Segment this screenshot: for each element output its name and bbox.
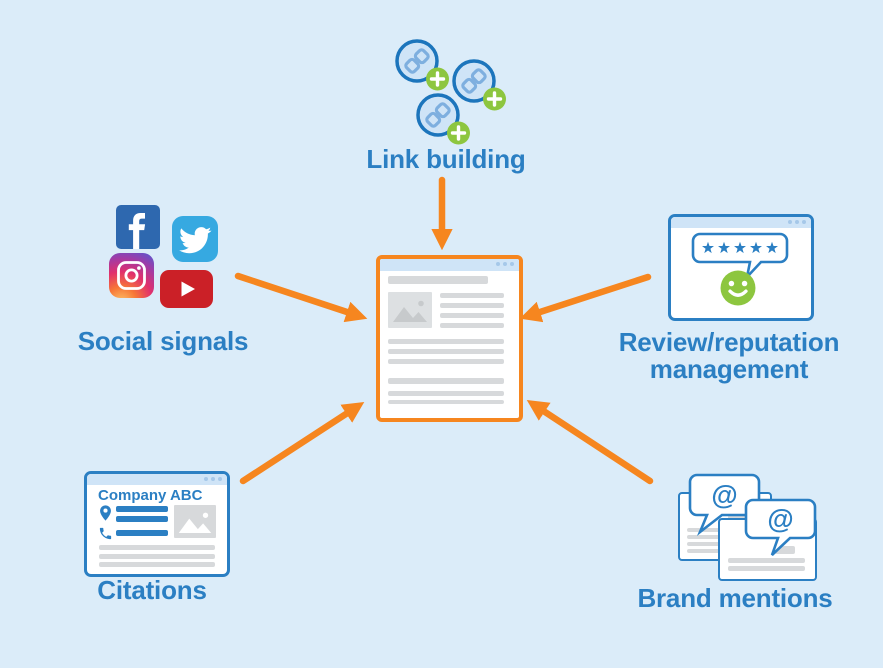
citations-label: Citations	[97, 575, 207, 605]
chain-link-plus-icon	[452, 59, 506, 111]
citations-titlebar	[87, 474, 227, 485]
address-line	[116, 516, 168, 522]
review-window	[668, 214, 814, 321]
arrow-social-signals-to-webpage	[234, 272, 368, 323]
webpage-titlebar	[380, 259, 519, 271]
at-symbol: @	[767, 504, 793, 534]
text-line	[775, 546, 795, 554]
at-symbol: @	[711, 480, 737, 510]
location-pin-icon	[100, 505, 111, 521]
text-line	[440, 313, 504, 318]
address-line	[116, 506, 168, 512]
arrow-review-management-to-webpage	[519, 273, 652, 323]
review-management-label: Review/reputation management	[604, 329, 854, 383]
window-dots-icon	[788, 220, 806, 224]
phone-icon	[99, 527, 112, 540]
arrow-citations-to-webpage	[239, 402, 365, 485]
text-line	[99, 562, 215, 567]
text-line	[440, 323, 504, 328]
window-dots-icon	[204, 477, 222, 481]
text-line	[388, 339, 504, 344]
text-line	[388, 349, 504, 354]
review-titlebar	[671, 217, 811, 228]
image-placeholder-icon	[388, 292, 432, 328]
star-icon	[702, 241, 714, 254]
smiley-icon	[720, 270, 756, 306]
phone-line	[116, 530, 168, 536]
facebook-icon	[116, 205, 160, 249]
star-icon	[750, 241, 762, 254]
star-icon	[718, 241, 730, 254]
star-icon	[734, 241, 746, 254]
text-line	[728, 566, 805, 571]
window-dots-icon	[496, 262, 514, 266]
text-line	[440, 303, 504, 308]
chain-link-icon	[404, 48, 430, 74]
five-star-rating	[691, 232, 789, 282]
speech-bubble-icon	[691, 232, 789, 282]
link-building-label: Link building	[366, 144, 526, 174]
at-speech-bubble-icon: @	[688, 473, 761, 537]
instagram-icon	[109, 253, 154, 298]
text-line	[99, 545, 215, 550]
star-icon	[766, 241, 778, 254]
company-name: Company ABC	[98, 487, 203, 504]
citations-window: Company ABC	[84, 471, 230, 577]
webpage-window	[376, 255, 523, 422]
image-placeholder-icon	[174, 505, 216, 538]
twitter-icon	[172, 216, 218, 262]
text-line	[388, 399, 504, 404]
text-line	[388, 391, 504, 396]
arrow-brand-mentions-to-webpage	[526, 399, 654, 485]
chain-link-plus-icon	[416, 93, 470, 145]
text-line	[728, 558, 805, 563]
text-line	[388, 359, 504, 364]
chain-link-plus-icon	[395, 39, 449, 91]
review-label-line2: management	[649, 354, 809, 384]
youtube-icon	[160, 270, 213, 308]
text-line	[388, 276, 488, 284]
text-line	[99, 553, 215, 559]
review-label-line1: Review/reputation	[618, 327, 840, 357]
at-speech-bubble-icon: @	[744, 498, 817, 556]
text-line	[388, 378, 504, 384]
brand-mentions-label: Brand mentions	[637, 583, 833, 613]
social-signals-label: Social signals	[77, 326, 249, 356]
text-line	[440, 293, 504, 298]
